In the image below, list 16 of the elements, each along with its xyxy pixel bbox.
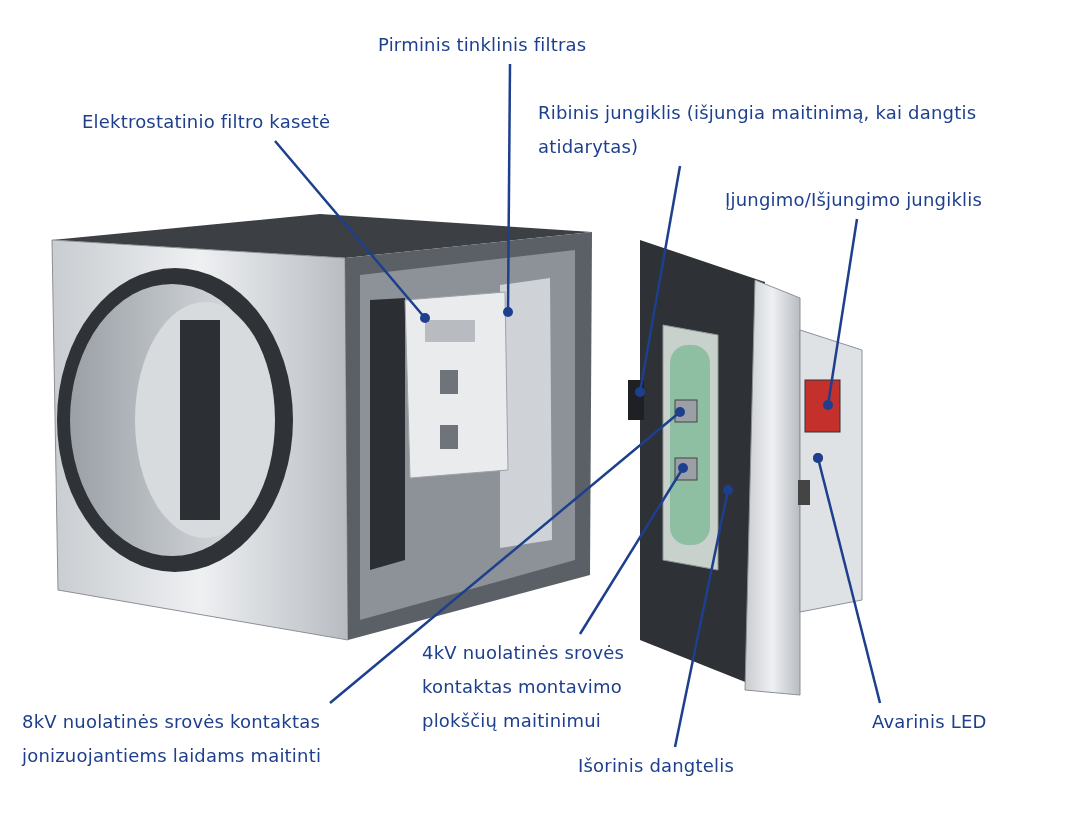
callout-label: Išorinis dangtelis: [578, 749, 734, 783]
callout-label: Įjungimo/Išjungimo jungiklis: [725, 183, 982, 217]
callout-label: Pirminis tinklinis filtras: [378, 28, 587, 62]
leader-line: [274, 140, 430, 323]
leader-line: [635, 165, 682, 397]
callout-label: Avarinis LED: [872, 705, 987, 739]
leader-line: [503, 64, 513, 317]
callout-label: 4kV nuolatinės srovės kontaktas montavimo plokščių maitinimui: [422, 636, 692, 738]
leader-line: [813, 453, 882, 704]
callout-label: 8kV nuolatinės srovės kontaktas jonizuojantiems laidams maitinti: [22, 705, 422, 773]
leader-line: [578, 463, 688, 635]
leader-line: [673, 485, 733, 748]
callout-label: Ribinis jungiklis (išjungia maitinimą, kai dangtis atidarytas): [538, 96, 978, 164]
leader-line: [329, 407, 685, 704]
leader-line: [823, 218, 859, 410]
callout-label: Elektrostatinio filtro kasetė: [82, 105, 331, 139]
